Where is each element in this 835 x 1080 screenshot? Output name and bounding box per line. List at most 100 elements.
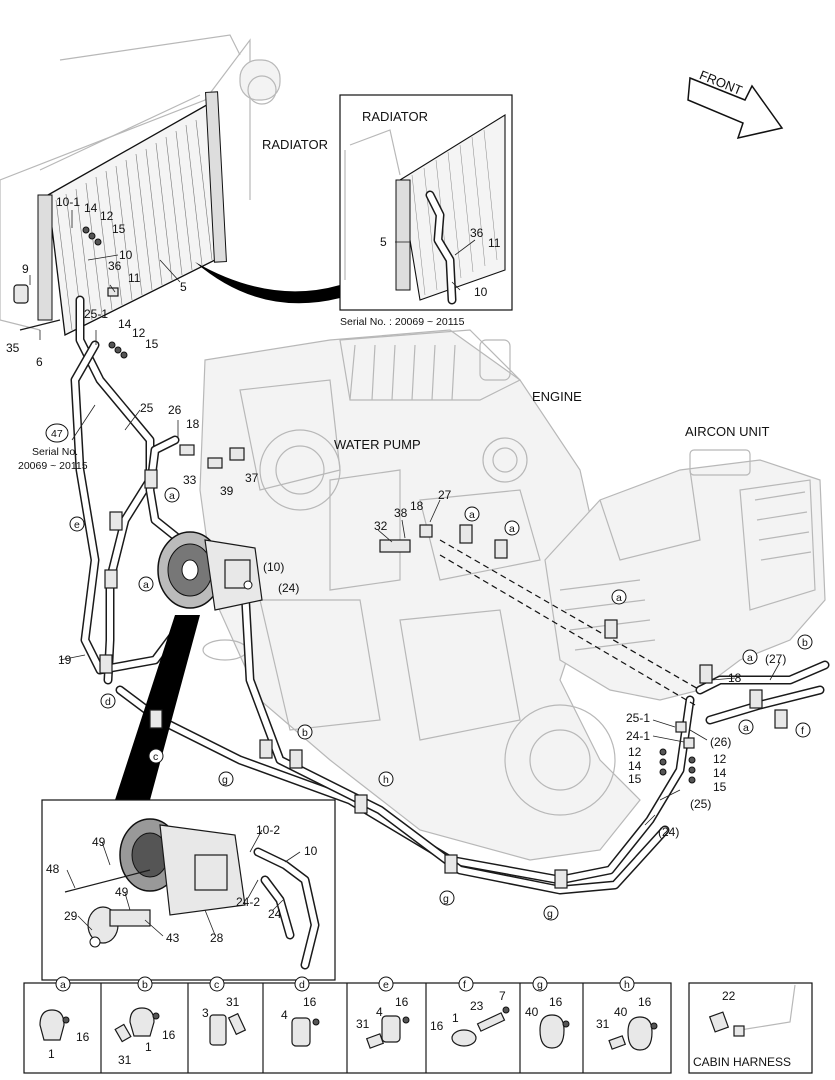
svg-text:16: 16 — [76, 1030, 90, 1044]
legend-cell-f: f 7 23 16 1 — [430, 976, 510, 1047]
callout-47-text: 47 — [51, 428, 63, 440]
callout-a: a — [742, 649, 758, 665]
callout-a: a — [138, 576, 154, 592]
svg-text:40: 40 — [614, 1005, 628, 1019]
part-label: 35 — [6, 341, 20, 355]
radiator-frame — [0, 34, 281, 331]
part-label: 25-1 — [626, 711, 650, 725]
part-label: 15 — [112, 222, 126, 236]
part-label: 5 — [180, 280, 187, 294]
water-pump-fittings — [179, 444, 433, 553]
part-label: 12 — [100, 209, 114, 223]
aircon-fittings — [659, 721, 696, 784]
cabin-harness-label: CABIN HARNESS — [693, 1055, 791, 1069]
legend-cell-h: h 16 31 40 — [596, 976, 658, 1051]
svg-text:f: f — [463, 979, 466, 991]
part-label: 26 — [168, 403, 182, 417]
svg-text:d: d — [105, 696, 111, 708]
callout-a: a — [504, 520, 520, 536]
svg-text:a: a — [747, 652, 753, 664]
svg-text:4: 4 — [376, 1005, 383, 1019]
part-label: 10-2 — [256, 823, 280, 837]
part-label: 10-1 — [56, 195, 80, 209]
area-labels: RADIATOR RADIATOR ENGINE WATER PUMP AIRC… — [18, 109, 770, 472]
callout-a: a — [464, 506, 480, 522]
cabin-part-label: 22 — [722, 989, 736, 1003]
callout-g: g — [439, 890, 455, 906]
part-label: 28 — [210, 931, 224, 945]
part-label: 39 — [220, 484, 234, 498]
part-label: 18 — [728, 671, 742, 685]
svg-text:16: 16 — [638, 995, 652, 1009]
svg-text:d: d — [299, 979, 305, 991]
svg-text:16: 16 — [395, 995, 409, 1009]
clamp-legend: a 16 1 b 16 1 31 c 31 3 d — [23, 976, 672, 1074]
part-label: 33 — [183, 473, 197, 487]
part-label: 37 — [245, 471, 259, 485]
part-label: 25 — [140, 401, 154, 415]
radiator-label: RADIATOR — [262, 137, 328, 152]
svg-text:g: g — [547, 908, 553, 920]
part-label: 49 — [115, 885, 129, 899]
hose-10-liquid — [240, 585, 670, 895]
heater-line-dashed — [439, 539, 701, 706]
svg-text:16: 16 — [549, 995, 563, 1009]
svg-text:b: b — [802, 637, 808, 649]
compressor-detail-pointer — [115, 615, 200, 800]
letter-callouts: a e a d c b g h g g a a a a b a f — [69, 487, 813, 921]
svg-text:a: a — [509, 523, 515, 535]
part-label: 5 — [380, 235, 387, 249]
part-label: 19 — [58, 653, 72, 667]
callout-a: a — [738, 719, 754, 735]
svg-text:b: b — [142, 979, 148, 991]
part-label: 43 — [166, 931, 180, 945]
svg-text:7: 7 — [499, 989, 506, 1003]
part-label: 18 — [410, 499, 424, 513]
svg-text:23: 23 — [470, 999, 484, 1013]
svg-text:1: 1 — [145, 1040, 152, 1054]
svg-text:31: 31 — [226, 995, 240, 1009]
hose-19 — [70, 340, 190, 675]
callout-g: g — [218, 771, 234, 787]
svg-text:40: 40 — [525, 1005, 539, 1019]
callout-d: d — [100, 693, 116, 709]
condenser-core — [37, 91, 227, 336]
engine-label: ENGINE — [532, 389, 582, 404]
legend-cell-b: b 16 1 31 — [114, 976, 176, 1067]
part-label: 10 — [474, 285, 488, 299]
part-label: 15 — [713, 780, 727, 794]
callout-a: a — [611, 589, 627, 605]
svg-text:h: h — [383, 774, 389, 786]
aircon-unit-outline — [544, 449, 826, 701]
svg-text:1: 1 — [48, 1047, 55, 1061]
callout-b: b — [797, 634, 813, 650]
svg-text:1: 1 — [452, 1011, 459, 1025]
part-label: (25) — [690, 797, 711, 811]
part-label: 27 — [438, 488, 452, 502]
svg-text:16: 16 — [430, 1019, 444, 1033]
part-label: 29 — [64, 909, 78, 923]
hose-26 — [145, 435, 185, 545]
legend-cell-d: d 16 4 — [281, 976, 320, 1047]
svg-text:a: a — [169, 490, 175, 502]
part-label: 15 — [628, 772, 642, 786]
part-label: 6 — [36, 355, 43, 369]
radiator-inset — [339, 94, 513, 311]
part-label: 25-1 — [84, 307, 108, 321]
part-label: 12 — [628, 745, 642, 759]
svg-text:a: a — [743, 722, 749, 734]
cabin-harness-box: 22 CABIN HARNESS — [688, 982, 813, 1074]
part-label: 14 — [628, 759, 642, 773]
front-arrow: FRONT — [687, 67, 784, 140]
radiator-fittings — [13, 226, 128, 359]
callout-g: g — [543, 905, 559, 921]
svg-text:3: 3 — [202, 1006, 209, 1020]
svg-text:16: 16 — [303, 995, 317, 1009]
part-label: 36 — [108, 259, 122, 273]
svg-text:b: b — [302, 727, 308, 739]
svg-text:g: g — [222, 774, 228, 786]
part-label: 10 — [304, 844, 318, 858]
part-label: (24) — [278, 581, 299, 595]
callout-b: b — [297, 724, 313, 740]
part-label: 10 — [119, 248, 133, 262]
